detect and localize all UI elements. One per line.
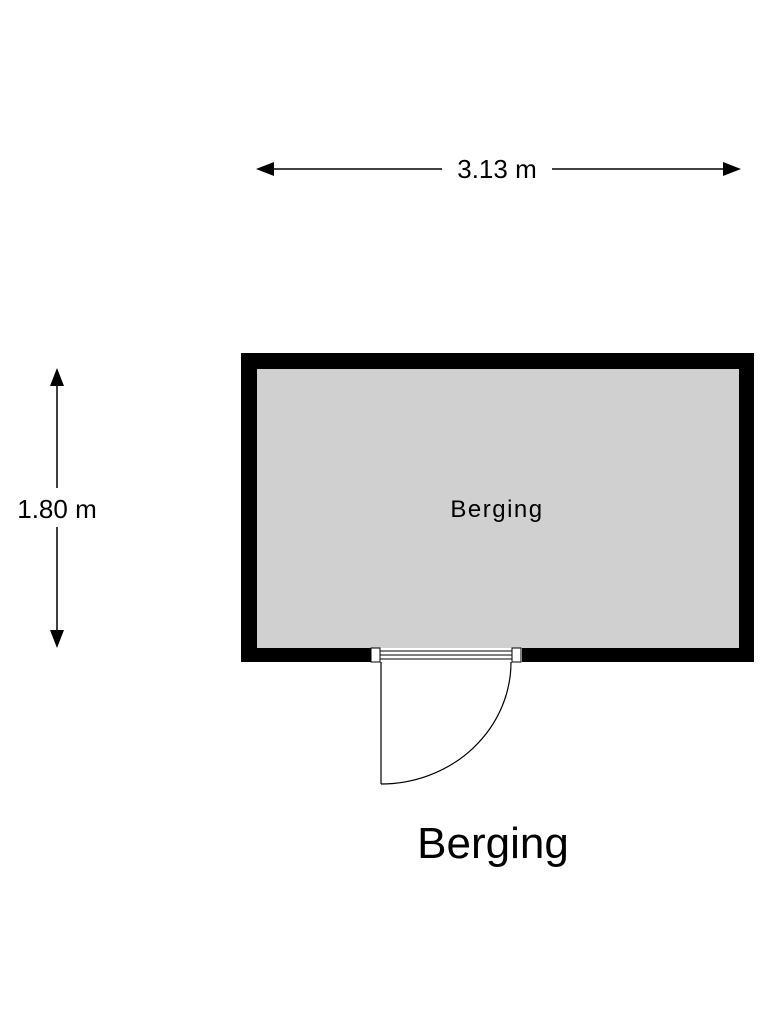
- width-arrow-right-icon: [723, 162, 741, 176]
- height-dimension-label: 1.80 m: [17, 494, 97, 524]
- door-swing-arc-icon: [380, 661, 512, 785]
- room-label: Berging: [450, 496, 543, 523]
- height-dimension: 1.80 m: [17, 368, 97, 648]
- width-arrow-left-icon: [256, 162, 274, 176]
- room-floor: [257, 369, 739, 648]
- plan-title: Berging: [417, 819, 569, 868]
- width-dimension-label: 3.13 m: [457, 154, 537, 184]
- door-jamb-left: [370, 647, 381, 663]
- room: Berging: [241, 353, 754, 785]
- height-arrow-up-icon: [50, 368, 64, 386]
- width-dimension: 3.13 m: [256, 154, 741, 184]
- height-arrow-down-icon: [50, 630, 64, 648]
- door-jamb-right: [511, 647, 522, 663]
